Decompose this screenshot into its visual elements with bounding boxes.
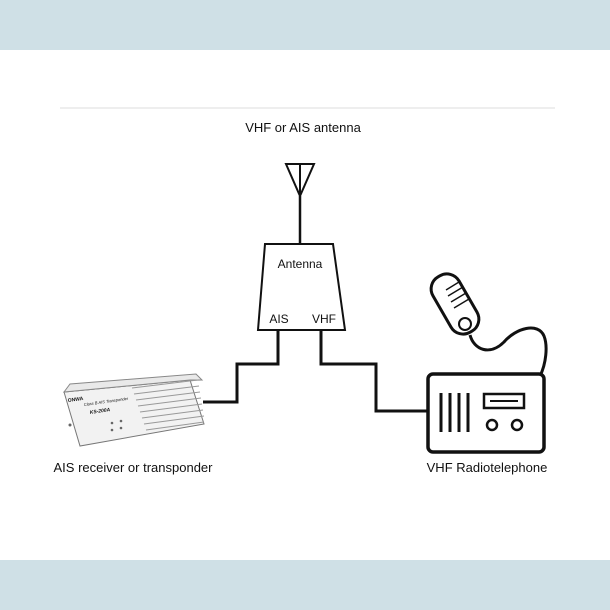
vhf-cable [319, 330, 428, 413]
radio-caption: VHF Radiotelephone [427, 460, 548, 475]
port-ais-label: AIS [269, 312, 288, 326]
microphone-grille [445, 281, 470, 309]
ais-transponder-device [62, 373, 205, 447]
top-band [0, 0, 610, 50]
vhf-radio-icon [426, 272, 548, 454]
receiver-caption: AIS receiver or transponder [54, 460, 214, 475]
port-vhf-label: VHF [312, 312, 336, 326]
antenna-splitter [256, 243, 347, 331]
splitter-title: Antenna [278, 257, 323, 271]
bottom-band [0, 560, 610, 610]
antenna-caption: VHF or AIS antenna [245, 120, 361, 135]
device-model-line: Class B AIS Transponder [83, 396, 129, 407]
ais-cable [203, 330, 280, 404]
device-model: KS-200A [89, 407, 111, 416]
device-brand: ONWA [67, 396, 84, 404]
antenna-icon [284, 163, 316, 244]
